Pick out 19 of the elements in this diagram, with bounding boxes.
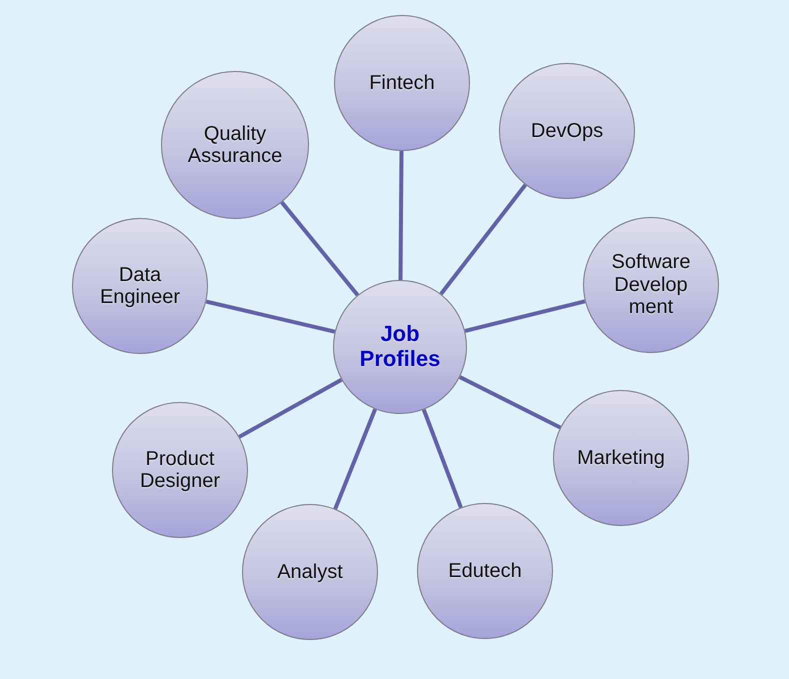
connector-line <box>439 184 527 296</box>
profile-label: Edutech <box>448 560 522 582</box>
hub-title: Job Profiles <box>358 322 442 372</box>
connector-line <box>464 299 586 333</box>
connector-line <box>238 378 342 439</box>
profile-label: Product Designer <box>138 448 222 492</box>
connector-line <box>422 408 463 508</box>
profile-label: Fintech <box>369 72 435 94</box>
connector-line <box>206 300 336 334</box>
profile-label: Data Engineer <box>98 264 182 308</box>
profile-label: Marketing <box>577 446 665 470</box>
connector-line <box>333 408 377 510</box>
connector-line <box>280 201 360 296</box>
profile-label: Quality Assurance <box>186 122 284 168</box>
profile-label: DevOps <box>530 120 604 142</box>
profile-label: Analyst <box>277 560 343 584</box>
connector-line <box>398 150 404 280</box>
profile-label: Software Development <box>610 251 692 319</box>
connector-line <box>458 375 562 430</box>
